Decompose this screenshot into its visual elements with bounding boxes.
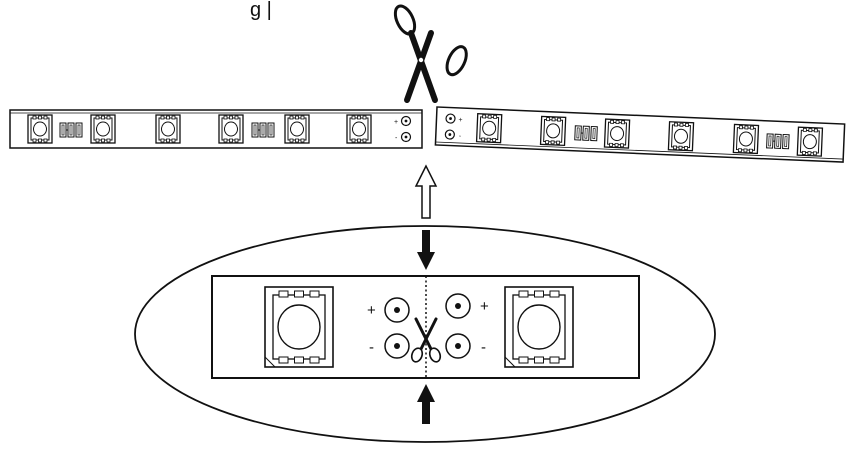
- plus-label-right: +: [480, 298, 489, 315]
- led-chip-icon: [603, 118, 631, 149]
- solder-pad-icon: [400, 131, 412, 143]
- led-strip-right: + -: [434, 106, 846, 163]
- solder-pad-plus-right: [445, 293, 471, 319]
- led-chip-icon: [90, 114, 116, 144]
- resistor-icon: [251, 122, 275, 138]
- led-chip-icon: [27, 114, 53, 144]
- minus-label-right: -: [481, 339, 486, 356]
- up-arrow-solid-icon: [417, 384, 435, 424]
- resistor-icon: [59, 122, 83, 138]
- pad-plus-small: +: [458, 117, 462, 124]
- solder-pad-minus-right: [445, 333, 471, 359]
- solder-pad-icon: [444, 129, 456, 140]
- minus-label-left: -: [369, 339, 374, 356]
- solder-pad-plus-left: [384, 297, 410, 323]
- led-chip-icon: [284, 114, 310, 144]
- up-arrow-icon: [414, 164, 438, 219]
- led-chip-icon: [539, 115, 567, 147]
- solder-pad-icon: [445, 113, 456, 124]
- led-chip-large-left: [264, 286, 334, 368]
- plus-label-left: +: [367, 302, 376, 319]
- top-caption-fragment: g |: [250, 0, 272, 21]
- solder-pad-minus-left: [384, 333, 410, 359]
- led-chip-icon: [796, 126, 824, 157]
- scissors-icon: [393, 4, 468, 103]
- pad-minus-small: -: [395, 135, 398, 142]
- down-arrow-icon: [417, 230, 435, 270]
- pad-minus-small: -: [459, 133, 462, 140]
- led-chip-icon: [346, 114, 372, 144]
- led-chip-icon: [732, 123, 760, 155]
- small-scissors-icon: [410, 317, 442, 363]
- led-strip-left: + -: [9, 109, 423, 149]
- led-chip-icon: [155, 114, 181, 144]
- led-chip-icon: [218, 114, 244, 144]
- pad-plus-small: +: [394, 119, 398, 126]
- resistor-icon: [766, 133, 790, 150]
- led-chip-icon: [667, 121, 695, 152]
- led-chip-icon: [475, 113, 503, 144]
- resistor-icon: [574, 125, 598, 142]
- led-chip-large-right: [504, 286, 574, 368]
- solder-pad-icon: [400, 115, 412, 127]
